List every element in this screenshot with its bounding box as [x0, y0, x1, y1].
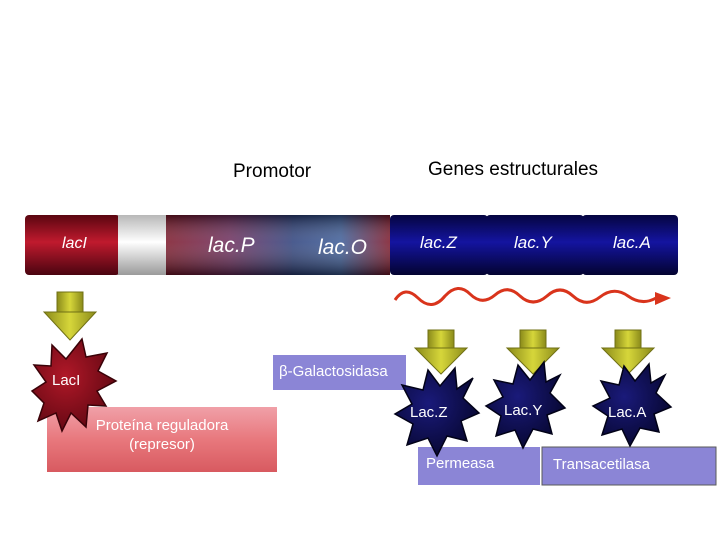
gene-segment-lacz	[390, 215, 488, 275]
gene-label-laci: lacI	[62, 235, 87, 252]
gene-label-lacz: lac.Z	[420, 233, 457, 252]
regulator-protein-line2: (represor)	[129, 436, 195, 453]
mrna-arrowhead	[655, 292, 671, 305]
lacy-protein-star	[484, 360, 567, 450]
laca-protein-label: Lac.A	[608, 404, 647, 421]
regulator-protein-line1: Proteína reguladora	[95, 417, 229, 434]
gene-label-lacp: lac.P	[208, 234, 255, 257]
transacetylase-label: Transacetilasa	[553, 456, 650, 473]
arrow-lacy	[505, 329, 561, 375]
laci-protein-label: LacI	[52, 372, 81, 389]
regulator-protein-label: Proteína reguladora (represor)	[47, 416, 277, 454]
gene-segment-spacer	[118, 215, 168, 275]
arrow-laca	[600, 329, 656, 375]
gene-label-lacy: lac.Y	[514, 233, 552, 252]
promoter-heading: Promotor	[233, 161, 312, 182]
laca-protein-star	[591, 362, 673, 448]
laci-protein-star	[30, 337, 118, 433]
gene-label-laco: lac.O	[318, 236, 368, 259]
beta-galactosidase-label: β-Galactosidasa	[279, 363, 388, 380]
lacz-protein-label: Lac.Z	[410, 404, 448, 421]
mrna-wave	[393, 287, 657, 306]
gene-segment-laci	[25, 215, 120, 275]
gene-segment-laca	[582, 215, 678, 275]
structural-genes-heading: Genes estructurales	[428, 159, 599, 180]
beta-galactosidase-box	[273, 355, 406, 390]
lacz-protein-star	[393, 366, 481, 458]
transacetylase-box	[541, 446, 717, 486]
arrow-laci	[42, 291, 98, 341]
lacy-protein-label: Lac.Y	[504, 402, 543, 419]
permease-label: Permeasa	[426, 455, 495, 472]
arrow-lacz	[413, 329, 469, 375]
gene-label-laca: lac.A	[613, 233, 651, 252]
gene-segment-lacy	[486, 215, 584, 275]
